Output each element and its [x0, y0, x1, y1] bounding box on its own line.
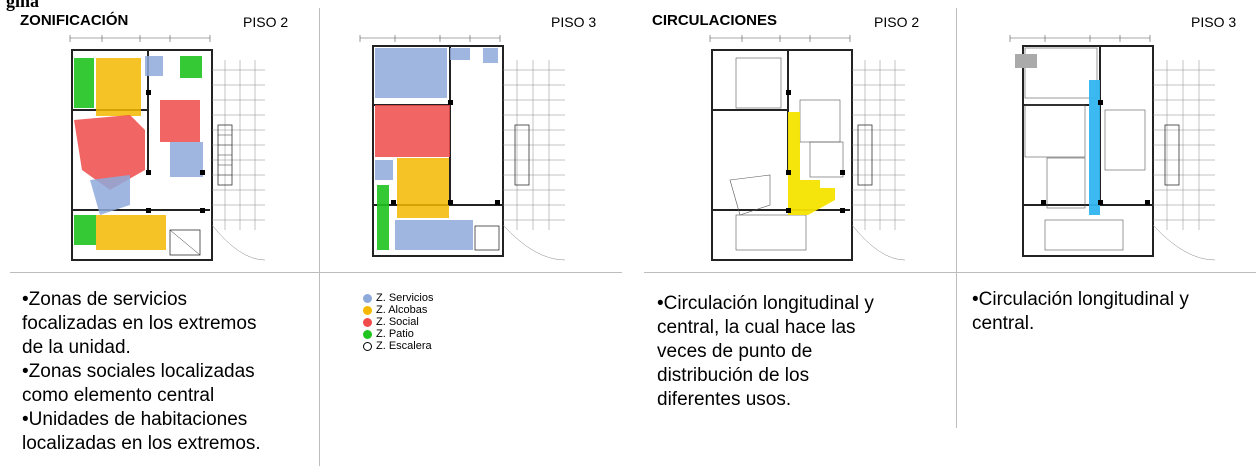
- floor-plan-zonificacion-piso3: [345, 30, 570, 265]
- floor-plan-circulaciones-piso2: [700, 30, 910, 265]
- legend-swatch-escalera: [363, 341, 372, 351]
- legend-item-escalera: Z. Escalera: [363, 340, 433, 352]
- floor-plan-zonificacion-piso2: [60, 30, 270, 265]
- zon-piso3-label: PISO 3: [551, 14, 597, 30]
- circulaciones-title: CIRCULACIONES: [652, 12, 778, 29]
- legend-label-alcobas: Z. Alcobas: [376, 304, 428, 316]
- legend-swatch-social: [363, 317, 372, 327]
- zonificacion-legend: Z. Servicios Z. Alcobas Z. Social Z. Pat…: [363, 292, 433, 352]
- circulaciones-description-piso3: •Circulación longitudinal y central.: [972, 289, 1189, 334]
- divider-horizontal-left: [10, 272, 622, 273]
- circulaciones-description-piso2: •Circulación longitudinal y central, la …: [657, 293, 874, 410]
- legend-swatch-alcobas: [363, 305, 372, 315]
- divider-zon: [319, 8, 320, 466]
- legend-label-social: Z. Social: [376, 316, 419, 328]
- divider-horizontal-right: [644, 272, 1256, 273]
- floor-plan-circulaciones-piso3: [995, 30, 1220, 265]
- legend-label-servicios: Z. Servicios: [376, 292, 434, 304]
- legend-item-patio: Z. Patio: [363, 328, 433, 340]
- legend-item-servicios: Z. Servicios: [363, 292, 433, 304]
- legend-item-alcobas: Z. Alcobas: [363, 304, 433, 316]
- legend-label-escalera: Z. Escalera: [376, 340, 432, 352]
- zonificacion-description: •Zonas de servicios focalizadas en los e…: [22, 289, 261, 454]
- cut-off-heading: gina: [6, 0, 40, 11]
- zonificacion-title: ZONIFICACIÓN: [20, 12, 129, 29]
- divider-circ: [956, 8, 957, 428]
- legend-item-social: Z. Social: [363, 316, 433, 328]
- zon-piso2-label: PISO 2: [243, 14, 289, 30]
- circ-piso3-label: PISO 3: [1191, 14, 1237, 30]
- legend-swatch-servicios: [363, 293, 372, 303]
- legend-swatch-patio: [363, 329, 372, 339]
- legend-label-patio: Z. Patio: [376, 328, 414, 340]
- circ-piso2-label: PISO 2: [874, 14, 920, 30]
